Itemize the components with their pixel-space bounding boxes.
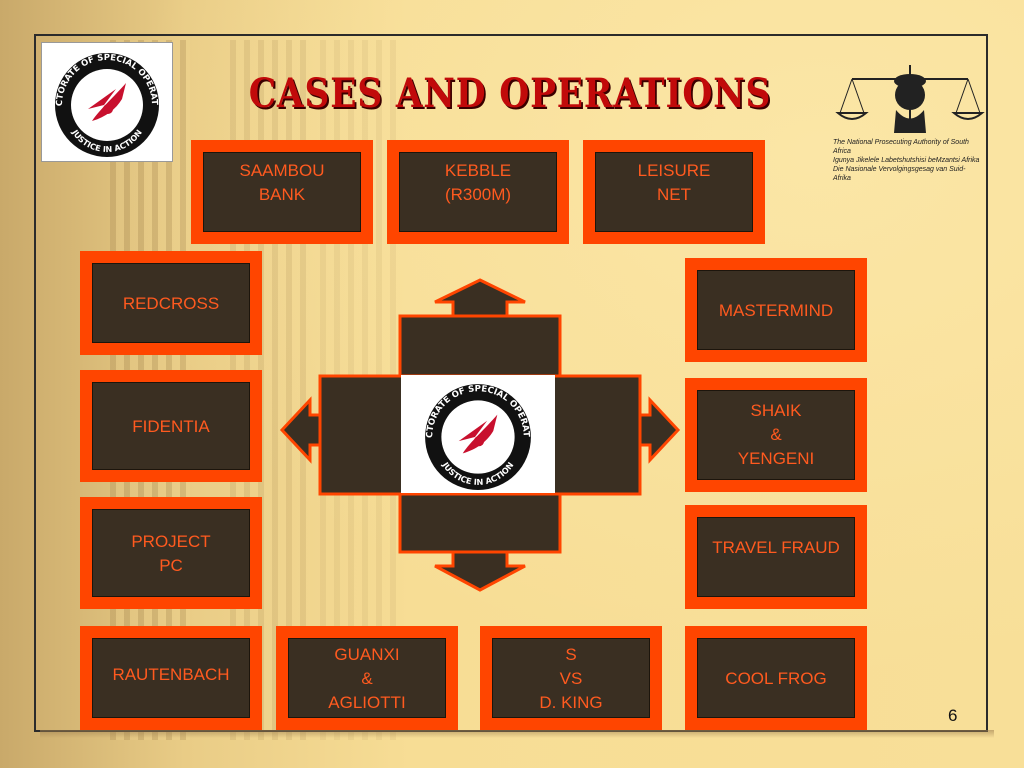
case-label: D. KING (539, 693, 603, 712)
case-label: & (770, 425, 782, 444)
case-label: (R300M) (444, 185, 512, 204)
right-arrow-icon (636, 396, 681, 464)
case-box-project-pc: PROJECT PC (80, 497, 262, 609)
case-box-fidentia: FIDENTIA (80, 370, 262, 482)
case-box-s-vs-king: S VS D. KING (480, 626, 662, 730)
case-box-saambou: SAAMBOU BANK (191, 140, 373, 244)
dso-logo: DIRECTORATE OF SPECIAL OPERATIONS JUSTIC… (41, 42, 173, 162)
dso-logo-icon: DIRECTORATE OF SPECIAL OPERATIONS JUSTIC… (410, 376, 531, 490)
case-label: KEBBLE (444, 161, 512, 180)
case-box-inner: SAAMBOU BANK (203, 152, 361, 232)
case-box-inner: KEBBLE (R300M) (399, 152, 557, 232)
down-arrow-icon (434, 548, 526, 592)
case-box-travel-fraud: TRAVEL FRAUD (685, 505, 867, 609)
page-title: CASES AND OPERATIONS (248, 70, 772, 117)
frame-shadow (40, 730, 994, 738)
case-box-inner: PROJECT PC (92, 509, 250, 597)
case-label: S (565, 645, 577, 664)
dso-logo-icon: DIRECTORATE OF SPECIAL OPERATIONS JUSTIC… (44, 45, 159, 157)
case-label: PROJECT (131, 532, 211, 551)
case-box-leisure-net: LEISURE NET (583, 140, 765, 244)
case-label: REDCROSS (122, 294, 220, 313)
case-box-shaik-yengeni: SHAIK & YENGENI (685, 378, 867, 492)
case-label: VS (559, 669, 583, 688)
case-box-guanxi-agliotti: GUANXI & AGLIOTTI (276, 626, 458, 730)
case-box-inner: S VS D. KING (492, 638, 650, 718)
case-label: PC (159, 556, 183, 575)
case-label: AGLIOTTI (328, 693, 406, 712)
case-box-inner: TRAVEL FRAUD (697, 517, 855, 597)
case-box-inner: GUANXI & AGLIOTTI (288, 638, 446, 718)
npa-line: Die Nasionale Vervolgingsgesag van Suid-… (833, 166, 966, 182)
case-box-mastermind: MASTERMIND (685, 258, 867, 362)
case-label: NET (657, 185, 691, 204)
case-box-inner: SHAIK & YENGENI (697, 390, 855, 480)
case-label: SHAIK (750, 401, 802, 420)
case-label: BANK (258, 185, 306, 204)
case-box-inner: LEISURE NET (595, 152, 753, 232)
case-label: LEISURE (637, 161, 711, 180)
npa-caption: The National Prosecuting Authority of So… (833, 138, 983, 183)
dso-logo-center: DIRECTORATE OF SPECIAL OPERATIONS JUSTIC… (401, 375, 555, 493)
case-label: SAAMBOU (239, 161, 325, 180)
case-label: GUANXI (334, 645, 400, 664)
case-label: & (361, 669, 373, 688)
case-label: FIDENTIA (132, 417, 210, 436)
page-number: 6 (948, 706, 958, 725)
case-box-inner: REDCROSS (92, 263, 250, 343)
case-label: COOL FROG (725, 669, 827, 688)
case-box-cool-frog: COOL FROG (685, 626, 867, 730)
case-box-rautenbach: RAUTENBACH (80, 626, 262, 730)
case-box-inner: FIDENTIA (92, 382, 250, 470)
npa-line: Igunya Jikelele Labetshutshisi beMzantsi… (833, 157, 980, 164)
case-label: MASTERMIND (718, 301, 834, 320)
case-label: YENGENI (737, 449, 815, 468)
case-box-inner: COOL FROG (697, 638, 855, 718)
left-arrow-icon (279, 396, 324, 464)
npa-line: The National Prosecuting Authority of So… (833, 139, 969, 155)
case-label: RAUTENBACH (112, 665, 230, 684)
case-box-kebble: KEBBLE (R300M) (387, 140, 569, 244)
case-box-inner: MASTERMIND (697, 270, 855, 350)
up-arrow-icon (434, 278, 526, 320)
case-label: TRAVEL FRAUD (712, 538, 840, 557)
npa-scales-logo-icon (835, 65, 985, 133)
case-box-inner: RAUTENBACH (92, 638, 250, 718)
case-box-redcross: REDCROSS (80, 251, 262, 355)
